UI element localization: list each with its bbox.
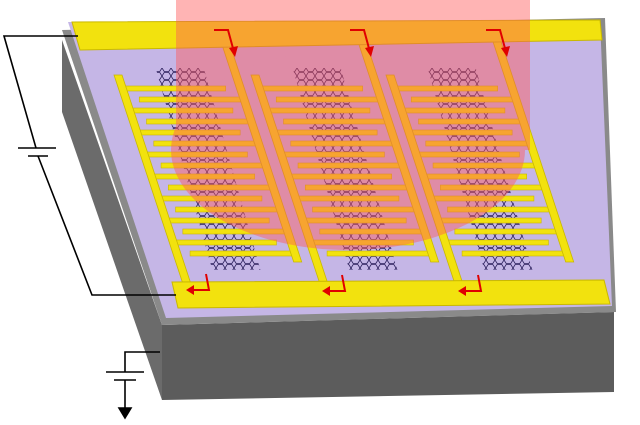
- current-in-arrow-icon: [486, 29, 510, 57]
- finger-source: [172, 239, 277, 246]
- beam-column-lower: [176, 80, 530, 150]
- current-arrows: [186, 29, 510, 296]
- finger-drain: [326, 250, 432, 257]
- arrow-head: [501, 46, 510, 57]
- device-3: [385, 39, 575, 291]
- finger-source: [444, 239, 549, 246]
- substrate-front-face: [162, 312, 614, 400]
- device-2: [250, 39, 440, 291]
- ground-circuit: [106, 351, 160, 420]
- arrow-shaft: [214, 29, 235, 53]
- bottom-electrode-bar: [171, 279, 611, 309]
- current-in-arrow-icon: [350, 29, 374, 57]
- ground-wire: [124, 351, 160, 372]
- finger-drain: [461, 250, 567, 257]
- arrow-shaft: [192, 273, 211, 291]
- current-in-arrow-icon: [214, 29, 238, 57]
- substrate-left-face: [62, 40, 162, 400]
- wire-top: [2, 35, 78, 149]
- finger-drain: [189, 250, 295, 257]
- arrow-shaft: [328, 274, 347, 292]
- wire-bottom: [37, 155, 176, 296]
- arrow-shaft: [464, 274, 483, 292]
- arrow-head: [458, 286, 466, 296]
- beam-column: [176, 0, 530, 80]
- arrow-shaft: [486, 29, 507, 53]
- light-beam: [171, 0, 530, 250]
- arrow-head: [322, 286, 330, 296]
- current-out-arrow-icon: [186, 273, 211, 295]
- finger-drain: [454, 228, 560, 235]
- ground-arrow-icon: [117, 407, 133, 420]
- arrow-head: [365, 46, 374, 57]
- device-1: [113, 39, 303, 291]
- current-out-arrow-icon: [322, 274, 347, 296]
- top-electrode-bar: [71, 19, 603, 51]
- bias-circuit: [2, 35, 176, 296]
- device-array: [113, 39, 575, 291]
- arrow-head: [186, 285, 194, 295]
- arrow-head: [229, 46, 238, 57]
- beam-spot: [171, 50, 525, 250]
- current-out-arrow-icon: [458, 274, 483, 296]
- arrow-shaft: [350, 29, 371, 53]
